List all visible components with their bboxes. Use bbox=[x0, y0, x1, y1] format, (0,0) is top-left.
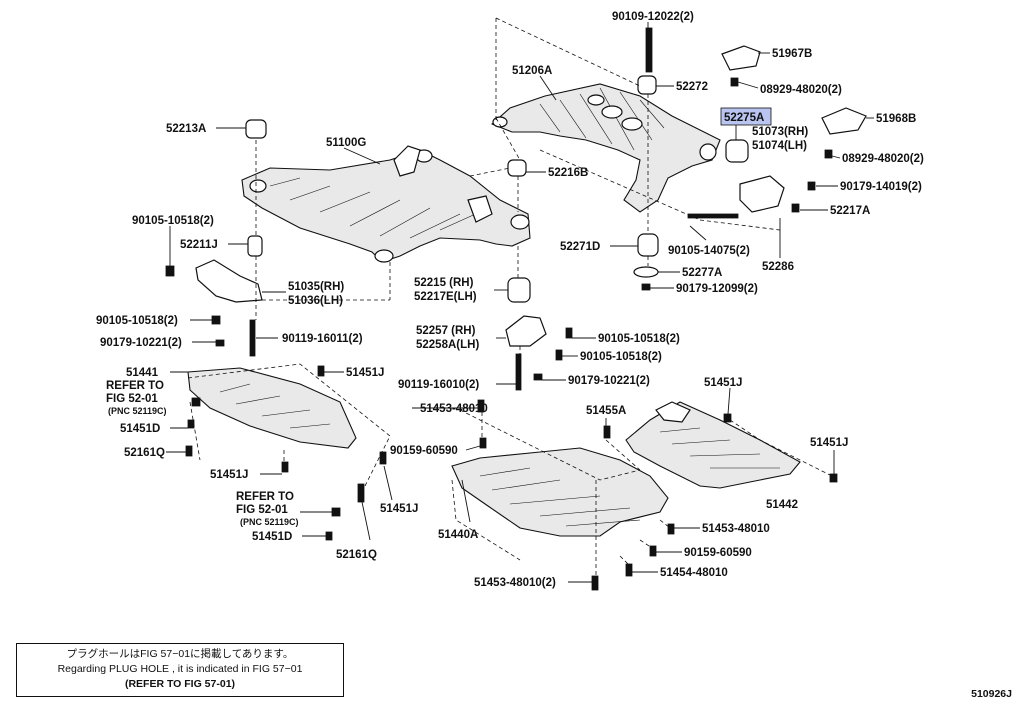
diagram-id: 510926J bbox=[971, 688, 1012, 700]
front-under-cover[interactable] bbox=[187, 367, 357, 449]
rear-under-cover[interactable] bbox=[625, 401, 801, 489]
callout-label[interactable]: 90179-10221(2) bbox=[568, 375, 650, 387]
callout-label[interactable]: 52215 (RH) bbox=[414, 277, 474, 289]
callout-label[interactable]: 51968B bbox=[876, 113, 916, 125]
callout-label[interactable]: 52161Q bbox=[124, 447, 165, 459]
callout-label[interactable]: 52161Q bbox=[336, 549, 377, 561]
callout-label[interactable]: 52216B bbox=[548, 167, 588, 179]
callout-label[interactable]: 52211J bbox=[180, 239, 218, 251]
callout-label[interactable]: 90105-10518(2) bbox=[96, 315, 178, 327]
callout-label[interactable]: 51441 bbox=[126, 367, 159, 379]
callout-label[interactable]: (PNC 52119C) bbox=[108, 406, 167, 416]
fasteners bbox=[165, 27, 838, 591]
callout-label[interactable]: 52277A bbox=[682, 267, 722, 279]
note-english: Regarding PLUG HOLE , it is indicated in… bbox=[57, 663, 303, 675]
callout-label[interactable]: 51451D bbox=[252, 531, 292, 543]
callout-label[interactable]: 51454-48010 bbox=[660, 567, 728, 579]
callout-label[interactable]: 90105-10518(2) bbox=[580, 351, 662, 363]
callout-label[interactable]: 51073(RH) bbox=[752, 126, 808, 138]
callout-label[interactable]: 52213A bbox=[166, 123, 206, 135]
callout-label[interactable]: 51451J bbox=[380, 503, 418, 515]
callout-label[interactable]: FIG 52-01 bbox=[236, 504, 288, 516]
callout-label[interactable]: 90119-16011(2) bbox=[282, 333, 363, 345]
callout-label[interactable]: 52271D bbox=[560, 241, 600, 253]
callout-label[interactable]: 51206A bbox=[512, 65, 552, 77]
note-japanese: プラグホールはFIG 57−01に掲載してあります。 bbox=[66, 648, 294, 660]
callout-label[interactable]: 51451J bbox=[210, 469, 248, 481]
callout-label[interactable]: 51451D bbox=[120, 423, 160, 435]
callout-label[interactable]: REFER TO bbox=[236, 491, 294, 503]
callout-label[interactable]: 51036(LH) bbox=[288, 295, 343, 307]
callout-label[interactable]: 08929-48020(2) bbox=[760, 84, 842, 96]
callout-label[interactable]: 52286 bbox=[762, 261, 794, 273]
callout-label[interactable]: 90105-10518(2) bbox=[598, 333, 680, 345]
front-crossmember[interactable] bbox=[241, 145, 531, 263]
assembly-lines bbox=[187, 17, 837, 580]
callout-label[interactable]: 51453-48010 bbox=[420, 403, 488, 415]
callout-label[interactable]: 51453-48010 bbox=[702, 523, 770, 535]
callout-label[interactable]: 52272 bbox=[676, 81, 708, 93]
callout-label[interactable]: 51035(RH) bbox=[288, 281, 344, 293]
callout-label[interactable]: 51967B bbox=[772, 48, 812, 60]
callout-label[interactable]: 52217A bbox=[830, 205, 870, 217]
callout-label[interactable]: 51451J bbox=[346, 367, 384, 379]
callout-label[interactable]: 90159-60590 bbox=[390, 445, 458, 457]
callout-label[interactable]: 52257 (RH) bbox=[416, 325, 476, 337]
callout-label[interactable]: 51455A bbox=[586, 405, 626, 417]
callout-label[interactable]: 90105-14075(2) bbox=[668, 245, 750, 257]
callout-label[interactable]: 51451J bbox=[810, 437, 848, 449]
callout-label[interactable]: 90105-10518(2) bbox=[132, 215, 214, 227]
callout-labels: 90109-12022(2) 51967B 51206A 52272 08929… bbox=[96, 11, 924, 589]
callout-label[interactable]: 51100G bbox=[326, 137, 366, 149]
callout-label[interactable]: 51451J bbox=[704, 377, 742, 389]
callout-label[interactable]: 51453-48010(2) bbox=[474, 577, 556, 589]
plug-hole-note: プラグホールはFIG 57−01に掲載してあります。 Regarding PLU… bbox=[16, 643, 344, 697]
center-under-cover[interactable] bbox=[451, 447, 669, 537]
callout-label[interactable]: 90179-14019(2) bbox=[840, 181, 922, 193]
callout-label[interactable]: 90109-12022(2) bbox=[612, 11, 694, 23]
callout-label[interactable]: FIG 52-01 bbox=[106, 393, 158, 405]
highlight-box bbox=[720, 107, 772, 126]
callout-label[interactable]: 51442 bbox=[766, 499, 798, 511]
callout-label[interactable]: (PNC 52119C) bbox=[240, 517, 299, 527]
note-refer[interactable]: (REFER TO FIG 57-01) bbox=[124, 678, 236, 690]
rear-crossmember[interactable] bbox=[490, 83, 721, 213]
callout-label[interactable]: 52258A(LH) bbox=[416, 339, 479, 351]
leader-lines bbox=[166, 22, 874, 583]
callout-label[interactable]: 51440A bbox=[438, 529, 478, 541]
callout-label[interactable]: 90119-16010(2) bbox=[398, 379, 479, 391]
callout-label[interactable]: REFER TO bbox=[106, 380, 164, 392]
callout-label[interactable]: 52217E(LH) bbox=[414, 291, 477, 303]
mount-parts bbox=[195, 45, 867, 423]
callout-label[interactable]: 90179-10221(2) bbox=[100, 337, 182, 349]
callout-label[interactable]: 90159-60590 bbox=[684, 547, 752, 559]
callout-label[interactable]: 52275A bbox=[724, 112, 764, 124]
callout-label[interactable]: 08929-48020(2) bbox=[842, 153, 924, 165]
callout-label[interactable]: 51074(LH) bbox=[752, 140, 807, 152]
callout-label[interactable]: 90179-12099(2) bbox=[676, 283, 758, 295]
